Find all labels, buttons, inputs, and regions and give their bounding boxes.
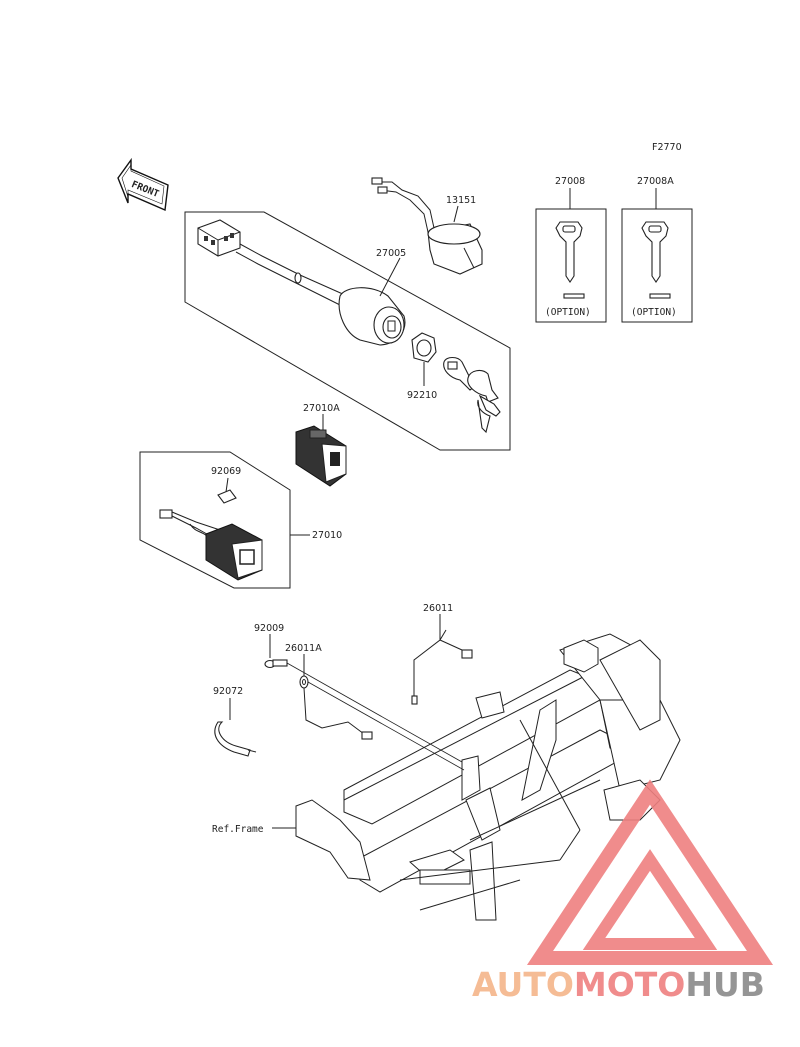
ignition-connector [197,219,346,306]
ignition-switch-27005 [338,287,406,346]
switch-27010A [295,425,347,487]
label-26011: 26011 [423,603,453,614]
label-27008: 27008 [555,176,585,187]
option-label-2: (OPTION) [631,307,677,318]
assembly-box-27010 [139,451,291,589]
label-27010A: 27010A [303,403,340,414]
key-icon-27008A [641,221,671,299]
label-92072: 92072 [213,686,243,697]
label-92069: 92069 [211,466,241,477]
switch-27010 [159,509,263,581]
figure-code: F2770 [652,142,682,153]
option-label-1: (OPTION) [545,307,591,318]
leader-lines [225,188,657,829]
part-92069 [217,489,237,504]
assembly-box-27005 [184,211,511,451]
watermark-logo: AUTOMOTOHUB [472,779,774,1004]
front-arrow-icon: FRONT [117,157,169,212]
watermark-auto: AUTO [472,965,574,1004]
watermark-hub: HUB [685,965,765,1004]
label-27005: 27005 [376,248,406,259]
label-26011A: 26011A [285,643,322,654]
band-92072 [214,721,257,757]
label-27010: 27010 [312,530,342,541]
label-92210: 92210 [407,390,437,401]
key-icon-27008 [555,221,585,299]
vehicle-frame [295,633,681,921]
bolt-92009 [264,659,288,669]
label-13151: 13151 [446,195,476,206]
part-26011 [411,629,473,705]
ignition-keys [443,356,501,434]
watermark-triangle-icon [526,779,774,965]
label-27008A: 27008A [637,176,674,187]
nut-92210 [411,332,437,363]
watermark-text: AUTOMOTOHUB [472,965,765,1004]
part-13151 [371,177,483,275]
label-92009: 92009 [254,623,284,634]
label-ref-frame: Ref.Frame [212,824,264,835]
watermark-moto: MOTO [574,965,685,1004]
part-26011A [299,675,373,740]
